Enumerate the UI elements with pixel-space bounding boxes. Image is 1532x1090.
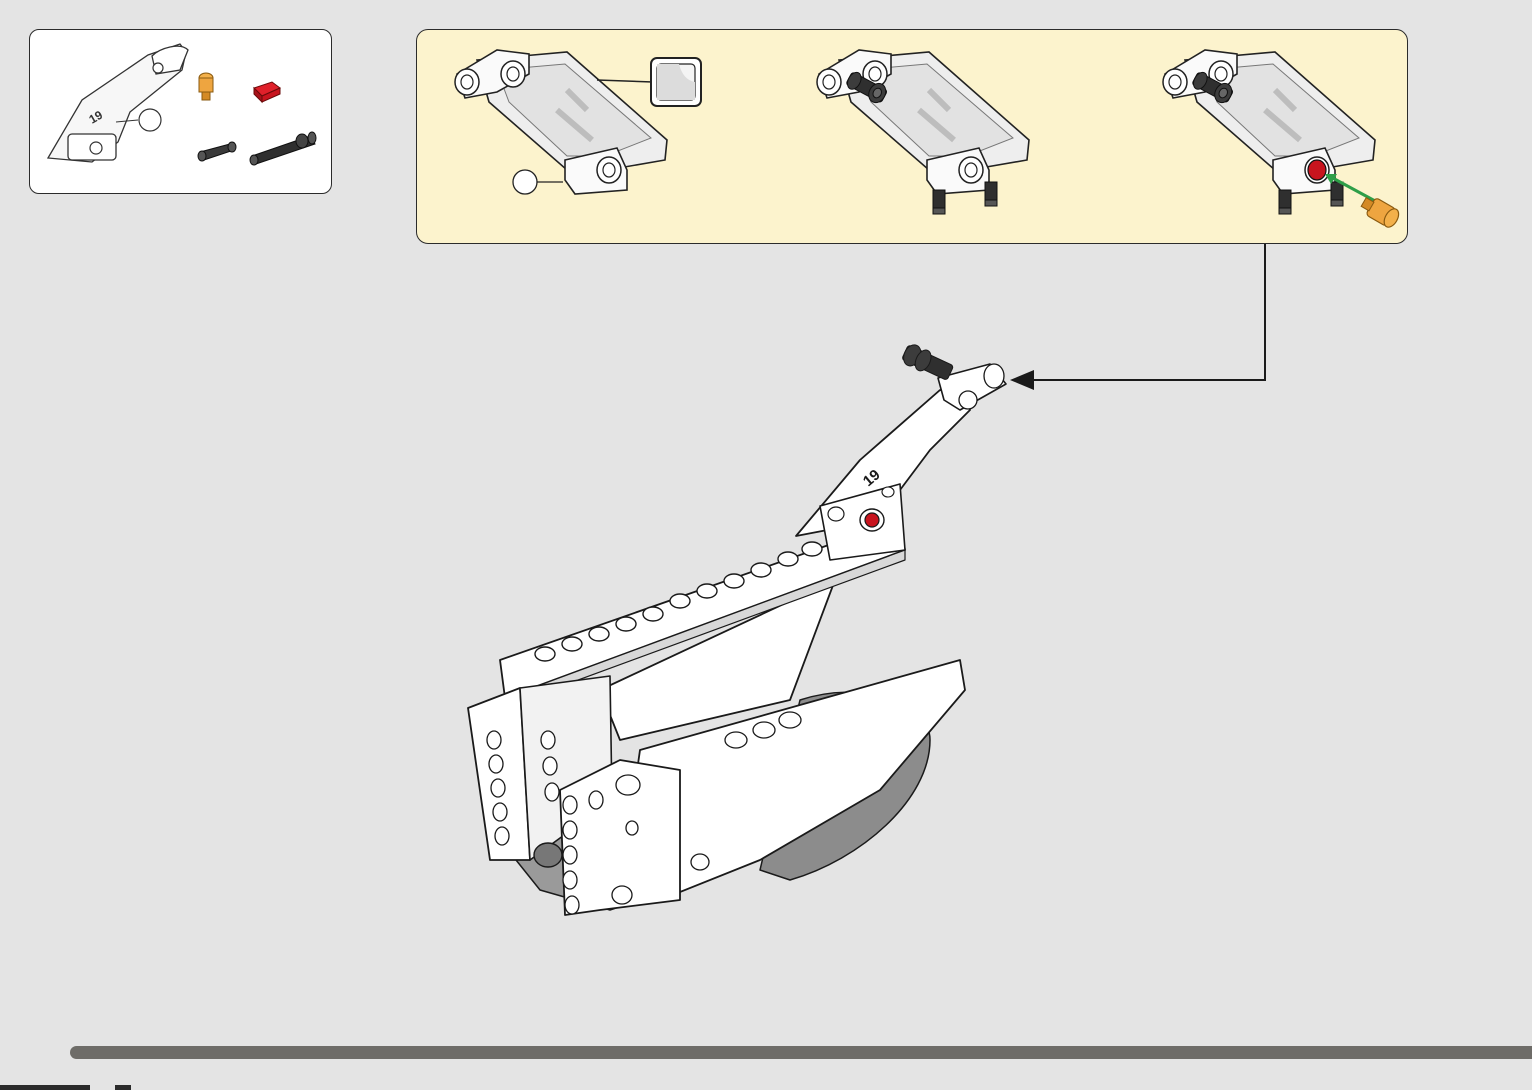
connector-arrow [1010, 244, 1265, 390]
arrow-head-icon [1010, 370, 1034, 390]
red-pin-icon [865, 513, 879, 527]
footer-rule [0, 1085, 90, 1090]
footer-rule [115, 1085, 131, 1090]
main-model: 19 [468, 342, 1006, 915]
black-pin-icon [900, 342, 955, 383]
progress-bar [70, 1046, 1532, 1059]
